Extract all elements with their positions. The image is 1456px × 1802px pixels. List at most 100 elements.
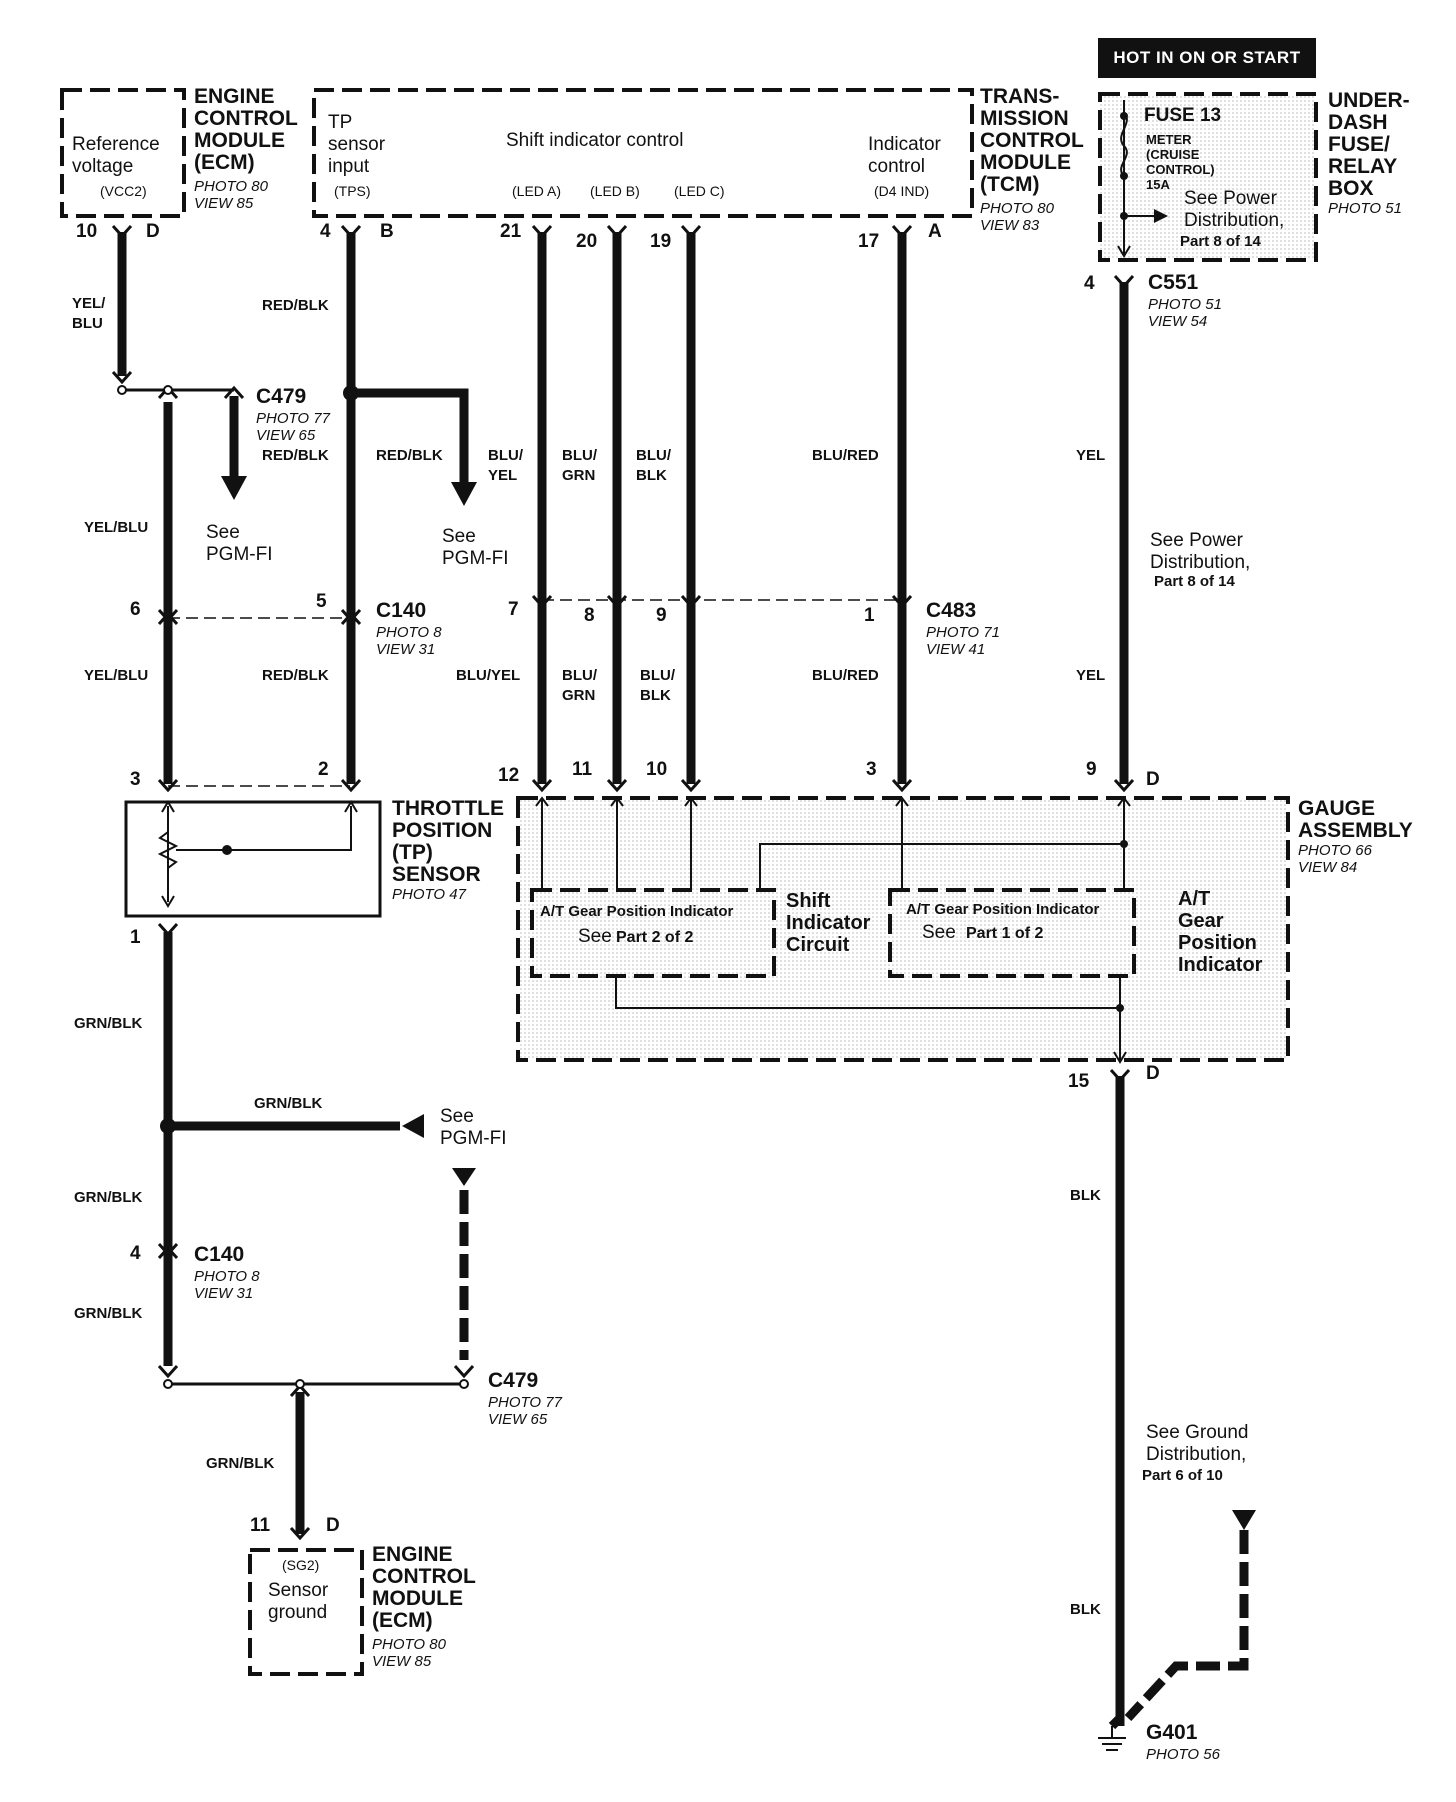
pin-gauge-15: 15	[1068, 1071, 1090, 1092]
tcm-tp-sensor-input-label: TP sensor input	[328, 112, 386, 177]
ground-dist-part: Part 6 of 10	[1142, 1467, 1223, 1484]
c140-top-label: C140	[376, 599, 427, 622]
pin-tcm-4: 4	[320, 221, 331, 242]
c140-bottom-label: C140	[194, 1243, 245, 1266]
pin-tp-2: 2	[318, 759, 329, 780]
label-blu-yel-1: BLU/ YEL	[488, 447, 523, 484]
tcm-indicator-control-label: Indicator control	[868, 134, 941, 177]
gauge-sub2-part: Part 1 of 2	[966, 925, 1044, 942]
label-blk-2: BLK	[1070, 1601, 1101, 1618]
label-blu-red-2: BLU/RED	[812, 667, 879, 684]
label-grn-blk-4: GRN/BLK	[74, 1305, 143, 1322]
ecm-bottom-title: ENGINE CONTROL MODULE (ECM)	[372, 1543, 476, 1632]
gauge-power-branch	[759, 843, 1124, 890]
pin-gauge-3: 3	[866, 759, 877, 780]
gauge-assembly-box	[516, 796, 1290, 1062]
label-blu-blk-1: BLU/ BLK	[636, 447, 671, 484]
c479-top-photo: PHOTO 77 VIEW 65	[256, 410, 330, 444]
c479-bottom-caps	[157, 1364, 475, 1398]
label-red-blk-1: RED/BLK	[262, 297, 329, 314]
label-grn-blk-3: GRN/BLK	[74, 1189, 143, 1206]
fuse-box-title: UNDER- DASH FUSE/ RELAY BOX	[1328, 89, 1410, 200]
see-pgmfi-2: See PGM-FI	[442, 526, 509, 569]
c479-bottom-photo: PHOTO 77 VIEW 65	[488, 1394, 562, 1428]
cap-tp-1	[157, 922, 179, 937]
pin-tcm-a: A	[928, 221, 942, 242]
gauge-sub1-title: A/T Gear Position Indicator	[540, 903, 734, 920]
pin-tcm-21: 21	[500, 221, 522, 242]
fuse-branch-arrow	[1154, 209, 1168, 223]
ecm-vcc2-code: (VCC2)	[100, 183, 147, 199]
c483-photo: PHOTO 71 VIEW 41	[926, 624, 1000, 658]
fuse-box-shading	[1100, 94, 1316, 260]
label-blu-grn-1: BLU/ GRN	[562, 447, 597, 484]
ecm-reference-voltage-label: Reference voltage	[72, 134, 160, 177]
tp-arrows	[161, 800, 358, 908]
power-dist-distribution: Distribution,	[1150, 552, 1251, 573]
see-pgmfi-1: See PGM-FI	[206, 522, 273, 565]
ecm-top-box	[60, 88, 186, 218]
wire-red-blk-branch	[351, 388, 469, 484]
fuse-box-photo: PHOTO 51	[1328, 200, 1402, 217]
tcm-photo: PHOTO 80 VIEW 83	[980, 200, 1054, 234]
cap-c140-6	[157, 608, 179, 626]
arrow-pgmfi-2	[451, 482, 477, 506]
ecm-bottom-box	[248, 1548, 364, 1676]
cap-ecm-11	[289, 1526, 311, 1541]
arrow-pgmfi-3	[402, 1114, 424, 1138]
ecm-bottom-sensor-ground: Sensor ground	[268, 1580, 329, 1623]
tp-node	[222, 845, 232, 855]
fuse-symbol	[1120, 111, 1128, 177]
label-yel-blu-3: YEL/BLU	[84, 667, 149, 684]
label-yel-blu-1: YEL/ BLU	[72, 295, 106, 332]
wire-ground-bend	[1108, 1714, 1124, 1730]
g401-label: G401	[1146, 1721, 1198, 1744]
splice-c479-bottom-2	[295, 1379, 305, 1389]
pin-c483-8: 8	[584, 605, 595, 626]
pin-gauge-9: 9	[1086, 759, 1097, 780]
pin-c483-7: 7	[508, 599, 519, 620]
fuse-box-outline	[1098, 92, 1318, 262]
pin-ecmb-d: D	[326, 1515, 340, 1536]
cap-ecm-10	[111, 224, 133, 239]
gauge-arrows	[535, 796, 1131, 1064]
pin-ecm-10: 10	[76, 221, 98, 242]
c551-label: C551	[1148, 271, 1199, 294]
gauge-node-1	[1120, 840, 1128, 848]
cap-tcm-21	[531, 224, 553, 239]
pin-ecmb-11: 11	[250, 1515, 271, 1536]
tp-sensor-box	[124, 800, 382, 918]
ecm-top-photo: PHOTO 80 VIEW 85	[194, 178, 268, 212]
label-blu-grn-2: BLU/ GRN	[562, 667, 597, 704]
c551-photo: PHOTO 51 VIEW 54	[1148, 296, 1222, 330]
pin-gauge-11: 11	[572, 759, 593, 780]
fuse-node-2	[1120, 172, 1128, 180]
sub-indicator-box-1	[530, 888, 776, 978]
label-red-blk-3: RED/BLK	[376, 447, 443, 464]
hot-in-on-or-start-banner: HOT IN ON OR START	[1098, 38, 1316, 78]
gauge-sub2-side: A/T Gear Position Indicator	[1178, 888, 1263, 976]
fuse-13-label: FUSE 13	[1144, 105, 1222, 126]
tcm-led-a-code: (LED A)	[512, 183, 562, 199]
pin-c140-6: 6	[130, 599, 141, 620]
label-yel-blu-2: YEL/BLU	[84, 519, 149, 536]
tp-sensor-photo: PHOTO 47	[392, 886, 466, 903]
pin-gauge-12: 12	[498, 765, 520, 786]
c479-top-caps	[111, 370, 245, 400]
c479-top-label: C479	[256, 385, 307, 408]
cap-tcm-19	[680, 224, 702, 239]
splice-c479-bottom-1	[163, 1379, 173, 1389]
gauge-title: GAUGE ASSEMBLY	[1298, 797, 1413, 842]
tcm-title: TRANS- MISSION CONTROL MODULE (TCM)	[980, 85, 1084, 196]
pin-c140b-4: 4	[130, 1243, 141, 1264]
splice-c479-bottom-3	[459, 1379, 469, 1389]
tcm-tps-code: (TPS)	[334, 183, 371, 199]
pin-tp-3: 3	[130, 769, 141, 790]
label-blk-1: BLK	[1070, 1187, 1101, 1204]
arrow-shield-top	[452, 1168, 476, 1186]
sub-indicator-box-2	[888, 888, 1136, 978]
gauge-sub2-see: See	[922, 922, 956, 943]
power-dist-part: Part 8 of 14	[1154, 573, 1235, 590]
gauge-ground-bus	[615, 976, 1121, 1060]
